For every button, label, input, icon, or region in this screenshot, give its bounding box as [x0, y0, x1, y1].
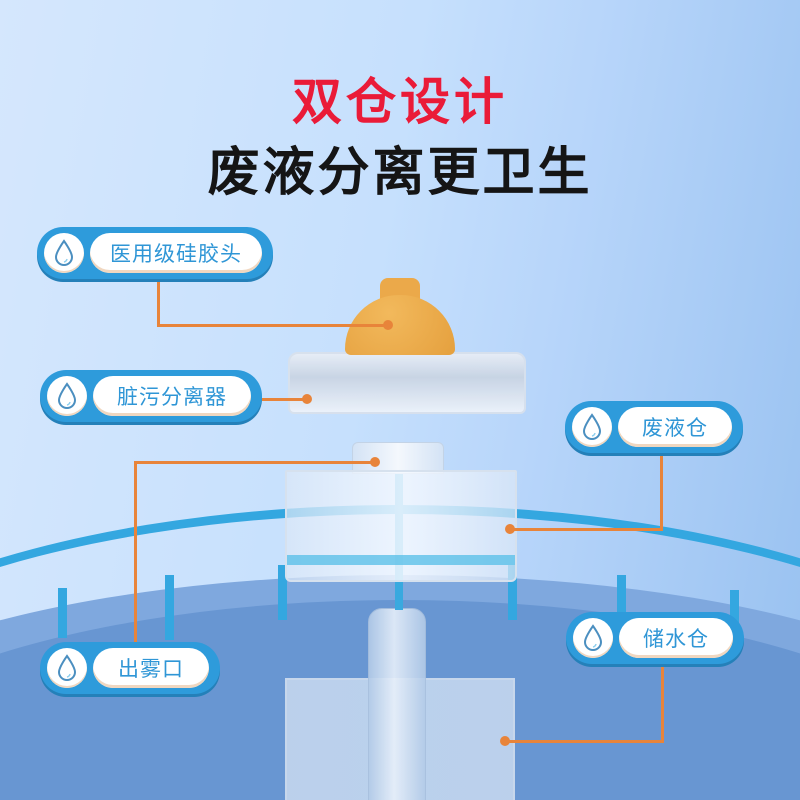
- leader-line: [262, 398, 306, 401]
- water-drop-icon: [47, 648, 87, 688]
- rail-post: [508, 565, 517, 620]
- label-waste-tank: 废液仓: [565, 401, 743, 453]
- rail-post: [617, 575, 626, 620]
- leader-line: [660, 452, 663, 530]
- label-water-tank: 储水仓: [566, 612, 744, 664]
- leader-dot: [302, 394, 312, 404]
- headline-title: 双仓设计: [292, 73, 508, 131]
- leader-line: [134, 461, 374, 464]
- label-text: 储水仓: [619, 618, 733, 658]
- leader-line: [157, 324, 387, 327]
- water-drop-icon: [47, 376, 87, 416]
- label-text: 脏污分离器: [93, 376, 251, 416]
- leader-dot: [383, 320, 393, 330]
- label-text: 废液仓: [618, 407, 732, 447]
- leader-dot: [500, 736, 510, 746]
- dirt-separator-body: [288, 352, 526, 414]
- water-drop-icon: [44, 233, 84, 273]
- label-silicone-head: 医用级硅胶头: [37, 227, 273, 279]
- water-drop-icon: [572, 407, 612, 447]
- waste-tank-neck: [352, 442, 444, 474]
- leader-line: [157, 276, 160, 326]
- waste-tank-body: [285, 470, 517, 582]
- leader-line: [661, 662, 664, 742]
- leader-dot: [370, 457, 380, 467]
- leader-dot: [505, 524, 515, 534]
- rail-post: [165, 575, 174, 640]
- rail-post: [730, 590, 739, 640]
- rail-post: [58, 588, 67, 638]
- label-text: 医用级硅胶头: [90, 233, 262, 273]
- leader-line: [134, 461, 137, 646]
- water-drop-icon: [573, 618, 613, 658]
- mist-nozzle: [368, 608, 426, 800]
- rail-post: [278, 565, 287, 620]
- label-mist-outlet: 出雾口: [40, 642, 220, 694]
- waste-water-level: [287, 555, 515, 565]
- leader-line: [510, 528, 663, 531]
- label-text: 出雾口: [93, 648, 209, 688]
- headline-subtitle: 废液分离更卫生: [207, 143, 593, 203]
- leader-line: [505, 740, 664, 743]
- label-dirt-separator: 脏污分离器: [40, 370, 262, 422]
